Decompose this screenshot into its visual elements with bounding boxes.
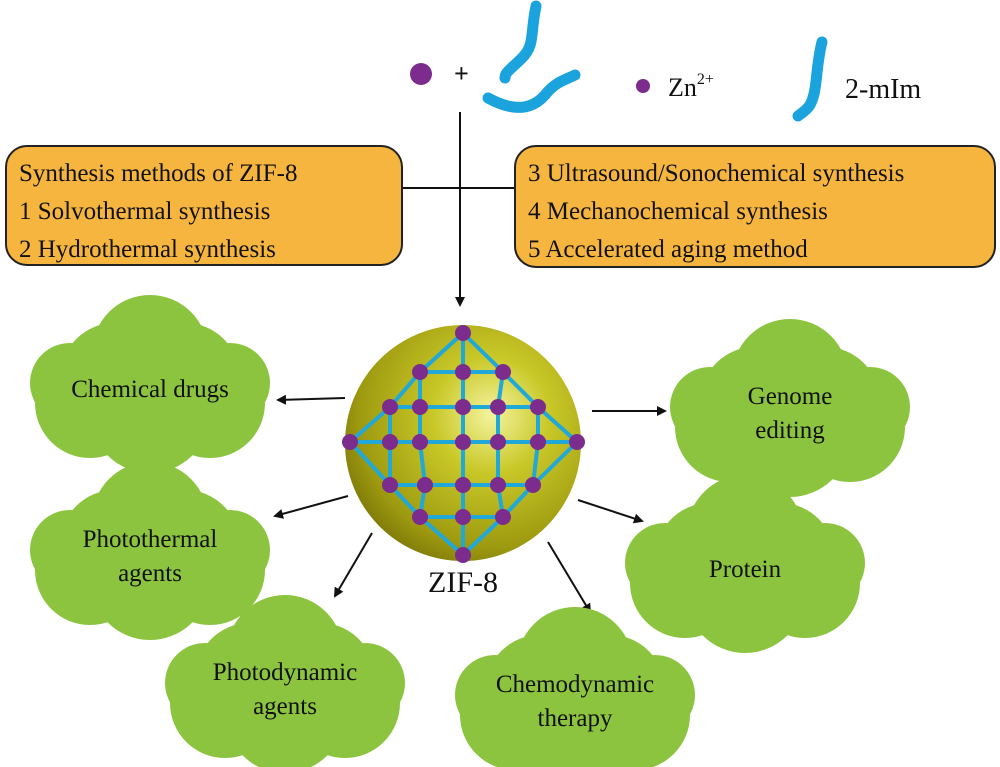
arrow-chemodynamic: [547, 541, 592, 614]
plus-sign: +: [454, 59, 469, 88]
zn-node: [490, 399, 506, 415]
method-item: 3 Ultrasound/Sonochemical synthesis: [528, 160, 905, 187]
lattice-bond: [536, 405, 579, 444]
application-cloud-protein: Protein: [625, 475, 865, 653]
application-label: Chemodynamic: [496, 671, 654, 698]
application-cloud-photodynamic-agents: Photodynamic agents: [165, 595, 405, 767]
cloud-shape: [130, 323, 240, 433]
zn-node: [455, 364, 471, 380]
zn-node: [455, 399, 471, 415]
zn-node: [455, 477, 471, 493]
cloud-shape: [265, 623, 375, 733]
application-cloud-chemical-drugs: Chemical drugs: [30, 295, 270, 473]
application-label: agents: [253, 693, 317, 720]
lattice-bond: [348, 405, 392, 444]
mim-legend-icon: [792, 36, 828, 122]
zn-legend-icon: [636, 79, 650, 93]
zn-node: [455, 325, 471, 341]
zn-node: [412, 434, 428, 450]
application-label: Chemical drugs: [71, 376, 229, 403]
zn-node: [490, 434, 506, 450]
zn-node: [417, 477, 433, 493]
zn-node: [412, 399, 428, 415]
application-label: agents: [118, 560, 182, 587]
lattice-bond: [418, 515, 465, 557]
zn-node: [495, 364, 511, 380]
zn-node: [455, 434, 471, 450]
arrow-photodynamic: [333, 532, 373, 598]
zn-node: [412, 364, 428, 380]
zn-node: [455, 547, 471, 563]
mim-linker-icon: [482, 69, 581, 113]
lattice-bond: [461, 515, 505, 557]
synthesis-methods-box-left: Synthesis methods of ZIF-8 1 Solvotherma…: [5, 145, 403, 266]
mim-legend-label: 2-mIm: [845, 74, 921, 105]
lattice-bond: [348, 440, 392, 487]
application-label: editing: [755, 417, 825, 444]
lattice-bond: [418, 331, 465, 374]
application-label: Photothermal: [83, 526, 218, 553]
cloud-shape: [130, 490, 240, 600]
zn-node: [342, 434, 358, 450]
method-item: 2 Hydrothermal synthesis: [19, 236, 276, 263]
lattice-bond: [461, 331, 505, 374]
zn-node: [382, 477, 398, 493]
zn-node: [412, 509, 428, 525]
application-arrows: [273, 394, 667, 614]
zn-node: [495, 509, 511, 525]
zn-ion-icon: [410, 63, 432, 85]
application-cloud-chemodynamic-therapy: Chemodynamic therapy: [455, 607, 695, 767]
synthesis-methods-box-right: 3 Ultrasound/Sonochemical synthesis 4 Me…: [514, 145, 996, 268]
cloud-shape: [770, 347, 880, 457]
zn-node: [525, 477, 541, 493]
zn-node: [530, 434, 546, 450]
arrow-chemical-drugs: [276, 394, 346, 405]
application-label: Genome: [748, 383, 833, 410]
zn-node: [382, 434, 398, 450]
method-item: 4 Mechanochemical synthesis: [528, 198, 828, 225]
box-title: Synthesis methods of ZIF-8: [19, 160, 298, 187]
method-item: 1 Solvothermal synthesis: [19, 198, 271, 225]
lattice-bond: [531, 440, 579, 487]
zn-node: [382, 399, 398, 415]
mim-linker-icon: [499, 0, 542, 84]
application-label: Protein: [709, 556, 782, 583]
cloud-shape: [725, 503, 835, 613]
application-label: Photodynamic: [213, 659, 357, 686]
zn-node: [455, 509, 471, 525]
application-label: therapy: [538, 705, 613, 732]
method-item: 5 Accelerated aging method: [528, 236, 808, 263]
zif8-label: ZIF-8: [428, 566, 498, 599]
application-cloud-photothermal-agents: Photothermal agents: [30, 462, 270, 640]
arrow-protein: [577, 499, 644, 524]
lattice-bond: [501, 370, 540, 409]
cloud-shape: [555, 635, 665, 745]
arrow-photothermal: [273, 495, 349, 519]
zn-node: [569, 434, 585, 450]
application-cloud-genome-editing: Genome editing: [670, 319, 910, 497]
zif8-lattice: [342, 325, 585, 563]
zn-legend-label: Zn2+: [668, 71, 714, 102]
zn-node: [490, 477, 506, 493]
zn-node: [530, 399, 546, 415]
